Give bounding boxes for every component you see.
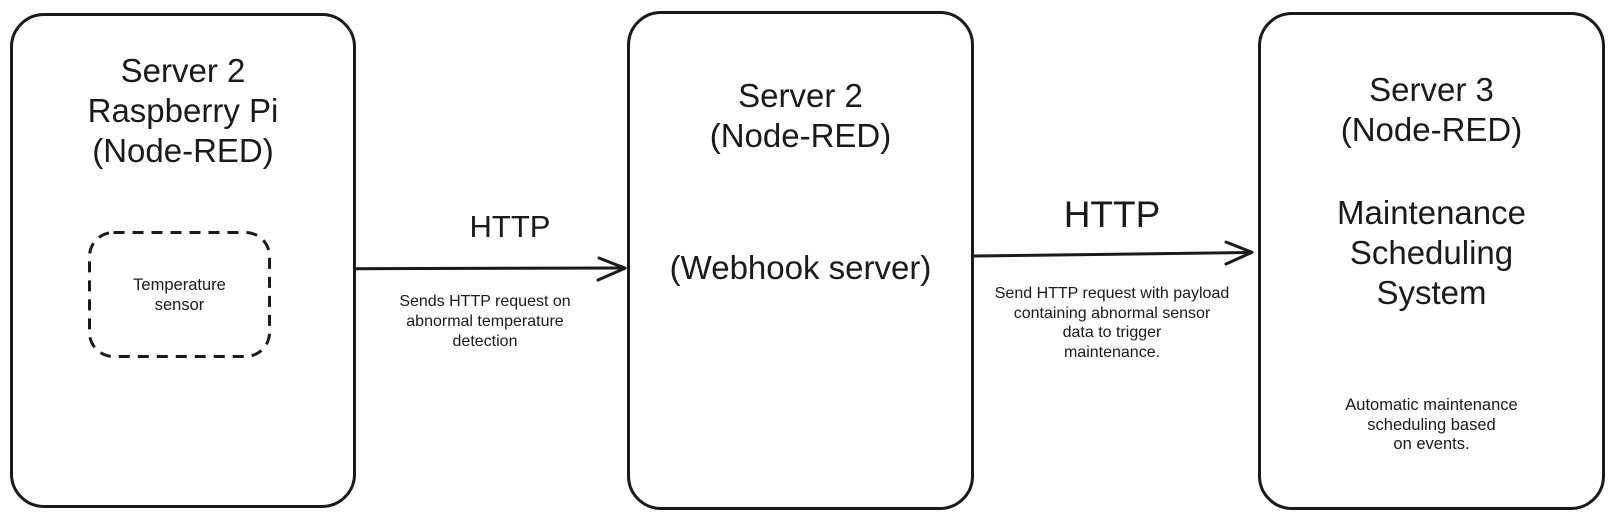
node-title: Server 3 (Node-RED) (1340, 71, 1523, 148)
node-body: Maintenance Scheduling System (1337, 194, 1526, 311)
http-arrow-1 (354, 266, 625, 271)
node-title: Server 2 (Node-RED) (709, 77, 892, 154)
http-arrow-1-head (596, 256, 627, 282)
node-server3-maintenance: Server 3 (Node-RED) Maintenance Scheduli… (1258, 12, 1605, 510)
edge-label-http-2: HTTP (1063, 194, 1161, 235)
node-title: Server 2 Raspberry Pi (Node-RED) (87, 52, 279, 169)
http-arrow-2 (972, 251, 1252, 258)
temperature-sensor-label: Temperature sensor (133, 275, 226, 314)
node-server2-raspberry-pi: Server 2 Raspberry Pi (Node-RED) Tempera… (10, 13, 356, 508)
temperature-sensor-box: Temperature sensor (88, 231, 271, 358)
edge-description-2: Send HTTP request with payload containin… (994, 285, 1230, 361)
dashed-border (88, 231, 271, 358)
edge-description-1: Sends HTTP request on abnormal temperatu… (399, 293, 571, 350)
edge-label-http-1: HTTP (469, 209, 551, 244)
node-note: Automatic maintenance scheduling based o… (1345, 396, 1518, 453)
node-body: (Webhook server) (669, 249, 932, 286)
http-arrow-2-head (1224, 240, 1254, 266)
node-server2-webhook: Server 2 (Node-RED) (Webhook server) (627, 11, 974, 510)
